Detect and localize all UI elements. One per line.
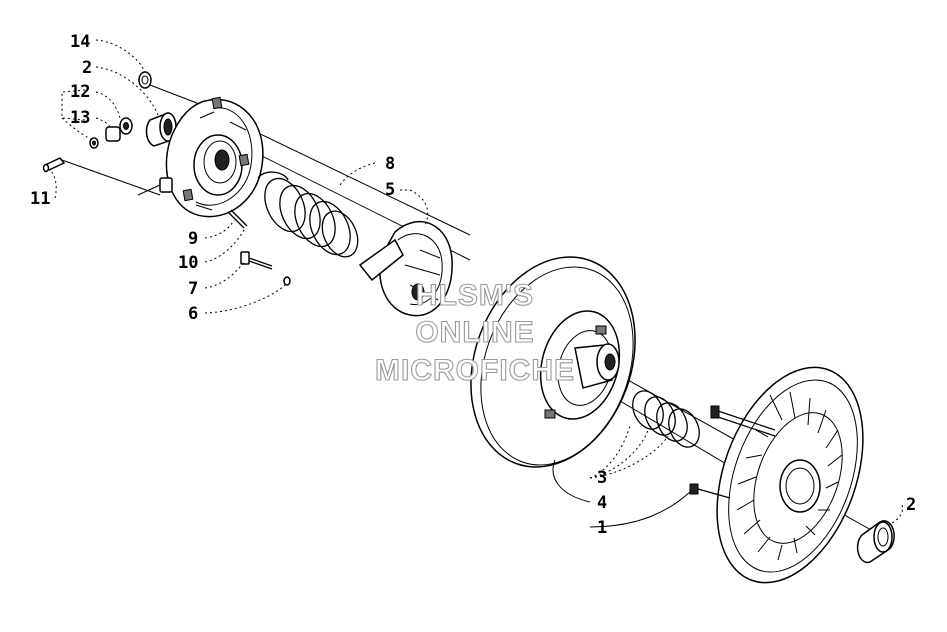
part-5-cam (358, 221, 453, 317)
callout-11: 11 (30, 189, 50, 209)
cam-spider-plate (159, 96, 264, 218)
callout-7: 7 (188, 279, 198, 299)
part-7-bolt (240, 251, 273, 270)
callout-14: 14 (70, 32, 90, 52)
callout-1: 1 (597, 518, 607, 538)
fan-blades (736, 391, 843, 561)
part-11-pin (42, 157, 66, 173)
part-3-spring (632, 390, 700, 448)
watermark: HLSM'S ONLINE MICROFICHE (374, 278, 575, 387)
moveable-sheave-disc (470, 256, 636, 468)
watermark-line-1: HLSM'S (416, 279, 534, 312)
part-12-washer (89, 137, 99, 149)
callout-9: 9 (188, 229, 198, 249)
callout-labels: 14 2 12 13 11 9 10 7 6 8 5 3 4 1 2 (30, 32, 916, 538)
leader-lines (49, 39, 904, 528)
callout-13: 13 (70, 108, 90, 128)
callout-2-right: 2 (906, 495, 916, 515)
part-13-nut (105, 117, 133, 142)
callout-6: 6 (188, 304, 198, 324)
callout-5: 5 (385, 180, 395, 200)
callout-2-top: 2 (82, 58, 92, 78)
fixed-sheave-fan (689, 366, 864, 584)
part-8-spring (257, 171, 359, 258)
watermark-line-2: ONLINE (415, 316, 534, 349)
part-2-bushing-right (856, 520, 895, 564)
watermark-line-3: MICROFICHE (375, 354, 575, 387)
callout-8: 8 (385, 154, 395, 174)
callout-10: 10 (178, 253, 198, 273)
callout-3: 3 (597, 468, 607, 488)
part-14-bushing (138, 71, 152, 89)
part-6-washer (283, 276, 291, 286)
callout-12: 12 (70, 82, 90, 102)
callout-4: 4 (597, 493, 607, 513)
part-9-roll-pin (227, 209, 248, 229)
